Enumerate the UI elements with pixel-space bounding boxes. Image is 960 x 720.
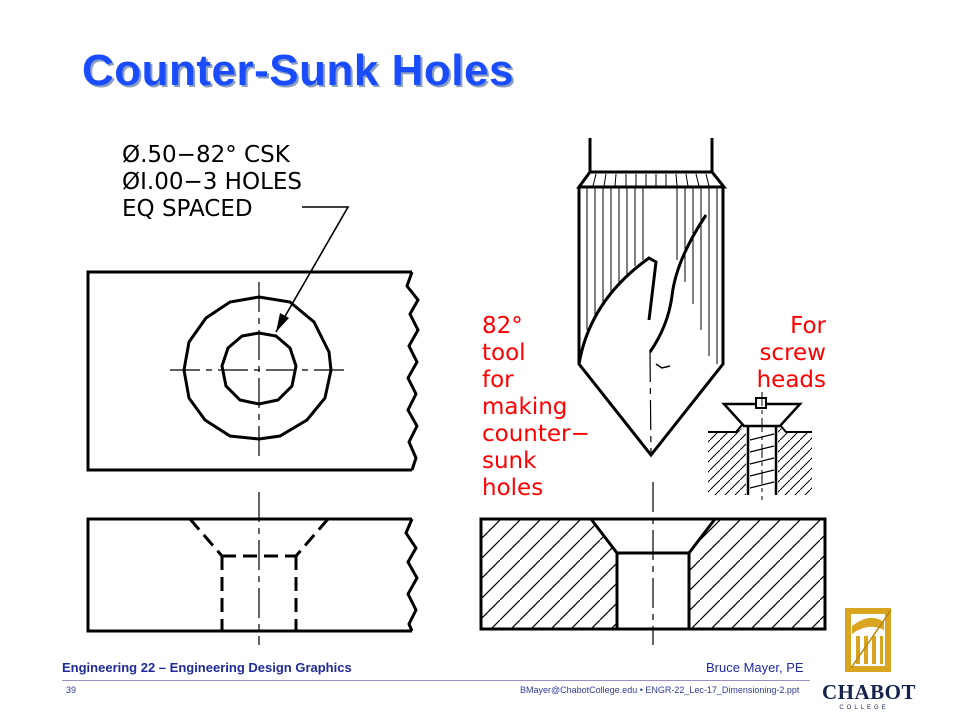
screw-label-line-1: For xyxy=(790,313,826,339)
slide-title: Counter-Sunk Holes xyxy=(82,46,514,95)
screw-annotation: For screw heads xyxy=(757,313,827,393)
callout-line-2: ØI.00−3 HOLES xyxy=(122,169,302,195)
footer-author: Bruce Mayer, PE xyxy=(706,660,804,675)
leader-line xyxy=(275,206,350,333)
tool-annotation: 82° tool for making counter− sunk holes xyxy=(482,313,590,501)
tool-label-line-4: making xyxy=(482,394,567,420)
screw-label-line-2: screw xyxy=(759,340,826,366)
countersink-tool xyxy=(576,138,728,458)
tool-label-line-7: holes xyxy=(482,475,543,501)
section-view xyxy=(479,482,827,645)
footer-file-info: BMayer@ChabotCollege.edu • ENGR-22_Lec-1… xyxy=(520,685,800,695)
screw-detail xyxy=(708,392,812,500)
college-logo-icon xyxy=(845,608,892,672)
footer-course-title: Engineering 22 – Engineering Design Grap… xyxy=(62,660,352,675)
college-logo-name: CHABOT xyxy=(822,680,917,704)
footer-divider xyxy=(62,680,810,681)
tool-label-line-5: counter− xyxy=(482,421,590,447)
tool-label-line-1: 82° xyxy=(482,313,523,339)
front-view xyxy=(86,492,419,645)
slide-number: 39 xyxy=(66,685,77,695)
tool-label-line-3: for xyxy=(482,367,514,393)
top-view xyxy=(86,270,420,472)
callout-line-3: EQ SPACED xyxy=(122,196,253,222)
tool-label-line-6: sunk xyxy=(482,448,537,474)
tool-label-line-2: tool xyxy=(482,340,526,366)
screw-label-line-3: heads xyxy=(757,367,826,393)
college-logo-subtitle: COLLEGE xyxy=(839,705,889,711)
callout-note: Ø.50−82° CSK ØI.00−3 HOLES EQ SPACED xyxy=(122,142,302,222)
callout-line-1: Ø.50−82° CSK xyxy=(122,142,291,168)
